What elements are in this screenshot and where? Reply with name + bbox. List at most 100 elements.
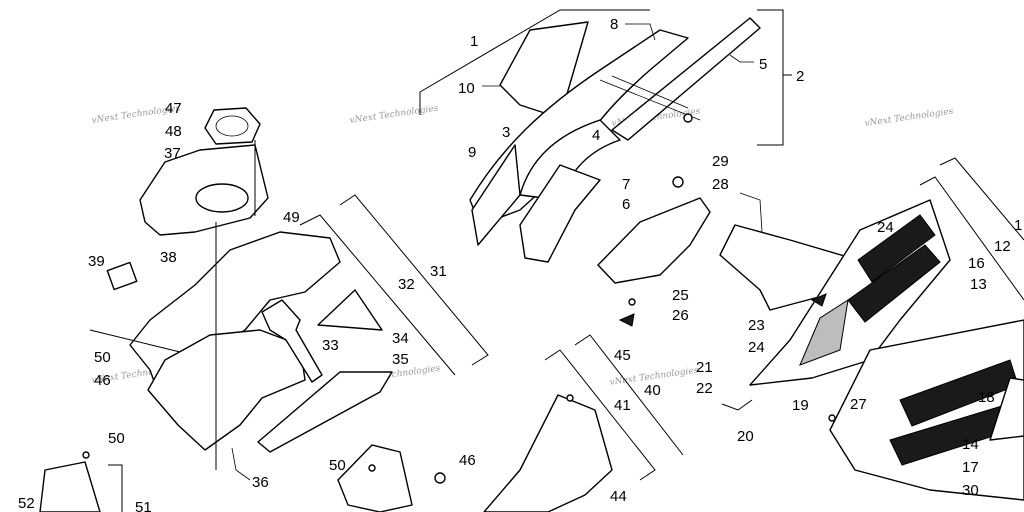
right-side-panel: [749, 199, 1024, 501]
gauge-ring: [204, 107, 261, 145]
callout-29: 29: [712, 153, 729, 170]
callout-34: 34: [392, 330, 409, 347]
callout-41: 41: [614, 397, 631, 414]
trim-screw: [683, 113, 693, 123]
bracket-51: [108, 464, 123, 512]
callout-45: 45: [614, 347, 631, 364]
callout-47: 47: [165, 100, 182, 117]
callout-37: 37: [164, 145, 181, 162]
callout-6: 6: [622, 196, 630, 213]
callout-46-left: 46: [94, 372, 111, 389]
callout-1: 1: [470, 33, 478, 50]
callout-50-bottom-left: 50: [108, 430, 125, 447]
callout-39: 39: [88, 253, 105, 270]
callout-27: 27: [850, 396, 867, 413]
bracket-1: [419, 9, 650, 115]
bracket-12: [919, 176, 1024, 301]
callout-26: 26: [672, 307, 689, 324]
callout-23: 23: [748, 317, 765, 334]
callout-14: 14: [962, 436, 979, 453]
callout-3: 3: [502, 124, 510, 141]
bracket-2: [757, 9, 792, 146]
callout-13: 13: [970, 276, 987, 293]
lead-28: [739, 192, 763, 233]
nose-cowl-lower: [471, 144, 521, 246]
bracket-40-41: [544, 334, 684, 481]
callout-38: 38: [160, 249, 177, 266]
callout-22: 22: [696, 380, 713, 397]
callout-32: 32: [398, 276, 415, 293]
callout-7: 7: [622, 176, 630, 193]
vent-mesh: [799, 298, 849, 366]
vent-stripe-1: [857, 214, 936, 283]
lower-pan: [147, 329, 306, 451]
callout-2: 2: [796, 68, 804, 85]
mount-bracket: [599, 75, 701, 121]
clip-25: [628, 298, 636, 306]
windshield-trim: [611, 17, 761, 141]
arrow-26: [618, 313, 635, 327]
callout-36: 36: [252, 474, 269, 491]
bracket-31-32: [299, 194, 489, 376]
lead-36: [231, 447, 251, 481]
callout-24-upper: 24: [877, 219, 894, 236]
id-plate: [106, 261, 138, 291]
callout-12: 12: [994, 238, 1011, 255]
hardware: [39, 176, 836, 512]
side-panel-trim: [989, 377, 1024, 441]
callout-25: 25: [672, 287, 689, 304]
callout-24-lower: 24: [748, 339, 765, 356]
windshield-assembly: [469, 17, 761, 263]
callout-50-bottom-center: 50: [329, 457, 346, 474]
callout-48: 48: [165, 123, 182, 140]
callout-18: 18: [978, 389, 995, 406]
headlight-bezel: [519, 164, 601, 263]
bumper-52: [39, 461, 101, 512]
screw-29: [672, 176, 684, 188]
callout-35: 35: [392, 351, 409, 368]
fairing-bracket: [337, 444, 413, 512]
callout-50-left: 50: [94, 349, 111, 366]
watermark-4: vNext Technologies: [864, 107, 954, 129]
body-frame: [89, 222, 393, 470]
callout-46-bottom: 46: [459, 452, 476, 469]
callout-31: 31: [430, 263, 447, 280]
console-deck: [257, 371, 393, 453]
callout-28: 28: [712, 176, 729, 193]
bolt-rod-left: [89, 329, 181, 353]
callout-19: 19: [792, 397, 809, 414]
callout-44: 44: [610, 488, 627, 505]
callout-17: 17: [962, 459, 979, 476]
leader-lines: [108, 9, 1024, 512]
callout-8: 8: [610, 16, 618, 33]
console-opening: [195, 183, 249, 213]
arrow-23: [810, 293, 827, 307]
callout-30: 30: [962, 482, 979, 499]
callout-9: 9: [468, 144, 476, 161]
side-panel-rear: [597, 197, 711, 284]
trim-triangle: [317, 289, 383, 331]
callout-16: 16: [968, 255, 985, 272]
fastener-27: [828, 414, 836, 422]
wire-21-22: [721, 399, 753, 411]
gauge-ring-inner: [215, 115, 249, 137]
bracket-1b: [939, 157, 1024, 241]
center-brace: [261, 299, 323, 383]
lead-5: [729, 54, 754, 63]
fastener-45: [566, 394, 574, 402]
callout-5: 5: [759, 56, 767, 73]
vent-stripe-2: [847, 244, 941, 323]
callout-4: 4: [592, 127, 600, 144]
callout-52: 52: [18, 495, 35, 512]
callout-21: 21: [696, 359, 713, 376]
lead-8: [625, 23, 656, 41]
lower-fairing: [483, 394, 613, 512]
gauge-console: [139, 107, 269, 236]
screw-50: [368, 464, 376, 472]
plug: [434, 472, 446, 484]
callout-10: 10: [458, 80, 475, 97]
callout-33: 33: [322, 337, 339, 354]
callout-labels: 1 1 2 3 4 5 6 7 8 9 10 12 13 14 16 17 18…: [18, 16, 1022, 512]
callout-20: 20: [737, 428, 754, 445]
